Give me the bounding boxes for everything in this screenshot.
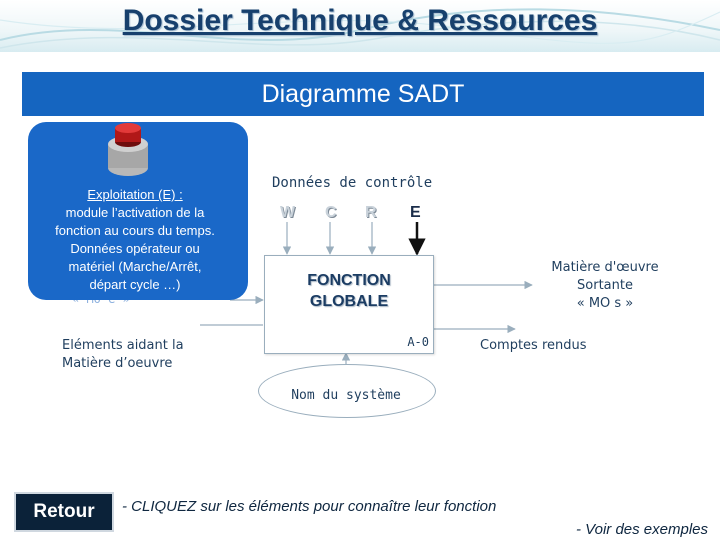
title-bar: [0, 0, 720, 52]
push-button-icon: [108, 123, 148, 176]
control-e[interactable]: E: [410, 204, 421, 221]
control-c[interactable]: C: [325, 204, 337, 221]
function-label: FONCTION GLOBALE: [307, 272, 391, 310]
page-title: Dossier Technique & Ressources: [122, 4, 598, 37]
output-label[interactable]: Matière d'œuvre Sortante « MO s »: [551, 260, 659, 311]
examples-link[interactable]: - Voir des exemples: [576, 521, 708, 538]
control-r[interactable]: R: [365, 204, 377, 221]
system-name-label: Nom du système: [291, 388, 401, 403]
instruction-text: - CLIQUEZ sur les éléments pour connaîtr…: [122, 498, 497, 515]
decorative-swirl: [0, 8, 720, 49]
reports-label[interactable]: Comptes rendus: [480, 338, 587, 353]
support-label[interactable]: Eléments aidant la Matière d’oeuvre: [62, 338, 184, 371]
diagram-banner: Diagramme SADT: [22, 72, 704, 116]
control-data-label[interactable]: Données de contrôle: [272, 175, 433, 191]
popup-description: Exploitation (E) : module l’activation d…: [55, 187, 215, 292]
back-button[interactable]: Retour: [14, 492, 114, 532]
control-w[interactable]: W: [280, 204, 296, 221]
system-ellipse[interactable]: [258, 364, 436, 418]
function-code: A-0: [407, 335, 429, 349]
function-box[interactable]: FONCTION GLOBALE A-0: [264, 255, 434, 354]
